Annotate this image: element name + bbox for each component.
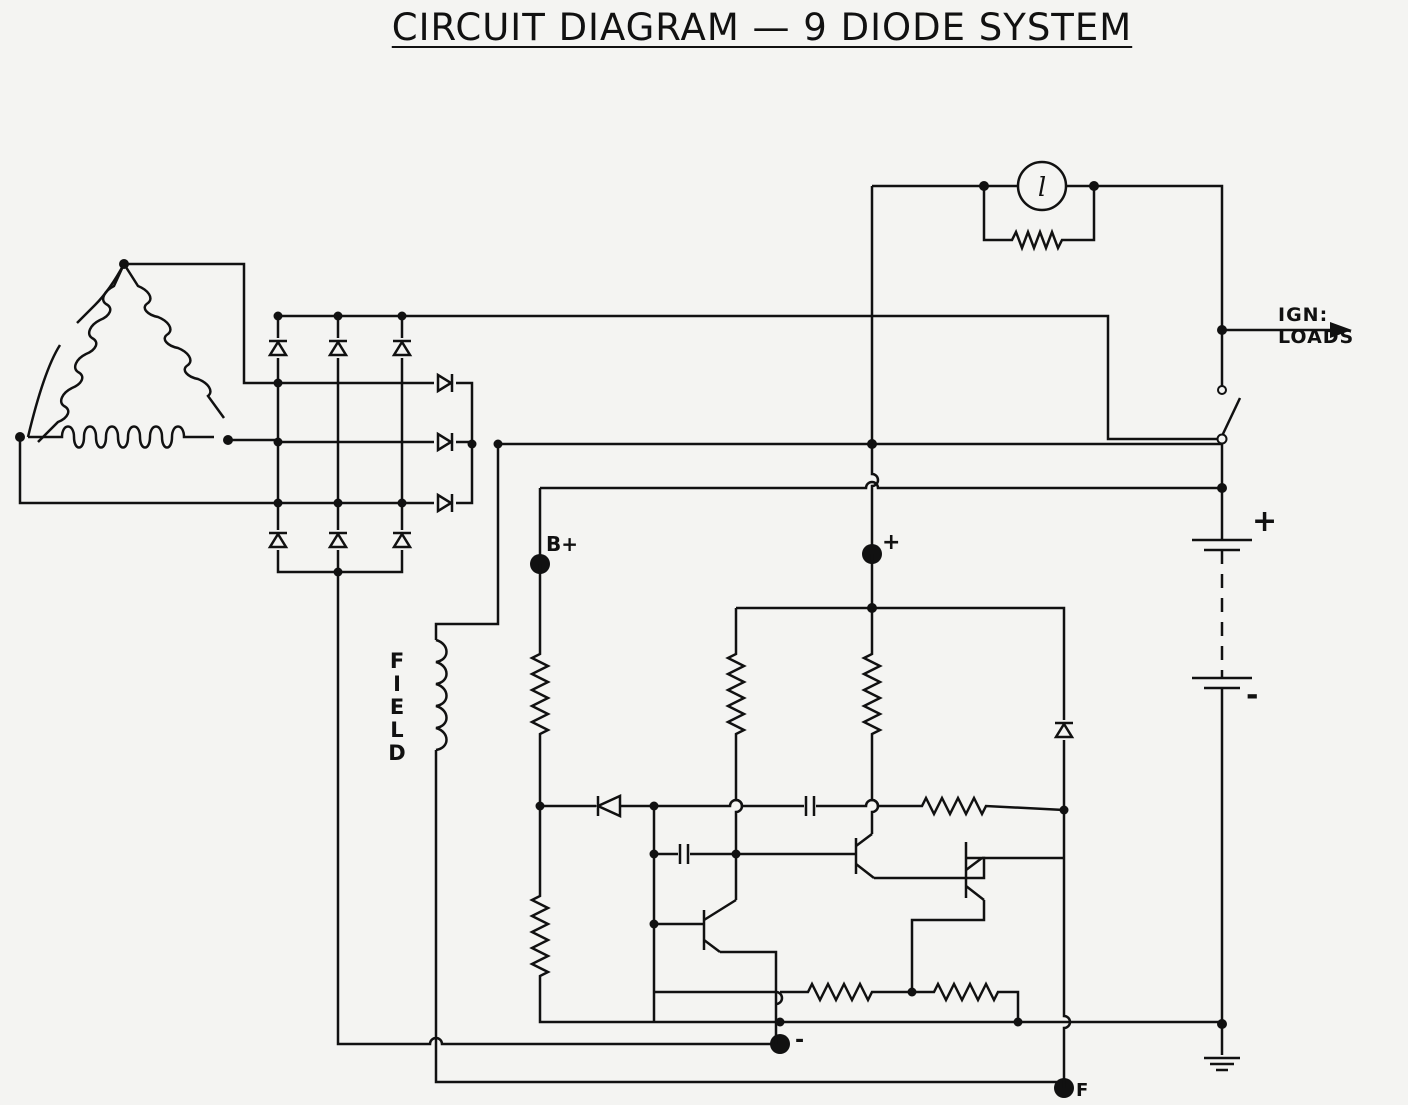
capacitor-1	[804, 796, 816, 816]
diode-positive-1	[267, 338, 289, 358]
f-terminal-label: F	[1076, 1080, 1089, 1101]
zener-diode	[594, 794, 622, 818]
battery-plus-label: +	[1252, 504, 1278, 539]
main-wiring	[336, 439, 1222, 1084]
rectifier-bridge	[267, 311, 1220, 577]
diode-negative-2	[327, 530, 349, 550]
capacitor-2	[678, 844, 690, 864]
diode-field-1	[434, 372, 456, 394]
stator-delta-winding	[15, 259, 278, 505]
transistor-3	[654, 898, 778, 1044]
diagram-title: CIRCUIT DIAGRAM — 9 DIODE SYSTEM	[391, 6, 1133, 49]
lamp-symbol: l	[1038, 173, 1046, 203]
diode-negative-1	[267, 530, 289, 550]
transistor-1	[854, 833, 986, 880]
diode-positive-2	[327, 338, 349, 358]
regulator-diode	[1053, 721, 1075, 739]
ignition-battery	[1192, 322, 1352, 1072]
ignition-switch	[1220, 397, 1242, 437]
plus-terminal-label: +	[882, 530, 901, 555]
diode-negative-3	[391, 530, 413, 550]
minus-terminal	[770, 1034, 790, 1054]
minus-terminal-label: -	[795, 1028, 805, 1053]
ground-icon	[1204, 1056, 1240, 1072]
warning-lamp-icon	[1016, 160, 1068, 212]
diode-field-3	[434, 492, 456, 514]
voltage-regulator	[529, 544, 1222, 1098]
diode-positive-3	[391, 338, 413, 358]
warning-lamp-circuit: l	[870, 160, 1224, 442]
battery-minus-label: -	[1246, 678, 1259, 713]
ign-loads-arrow-icon	[1330, 322, 1352, 338]
b-plus-label: B+	[546, 532, 579, 556]
field-label: FIELD	[388, 649, 406, 765]
transistor-2	[910, 842, 1064, 992]
diode-field-2	[434, 431, 456, 453]
